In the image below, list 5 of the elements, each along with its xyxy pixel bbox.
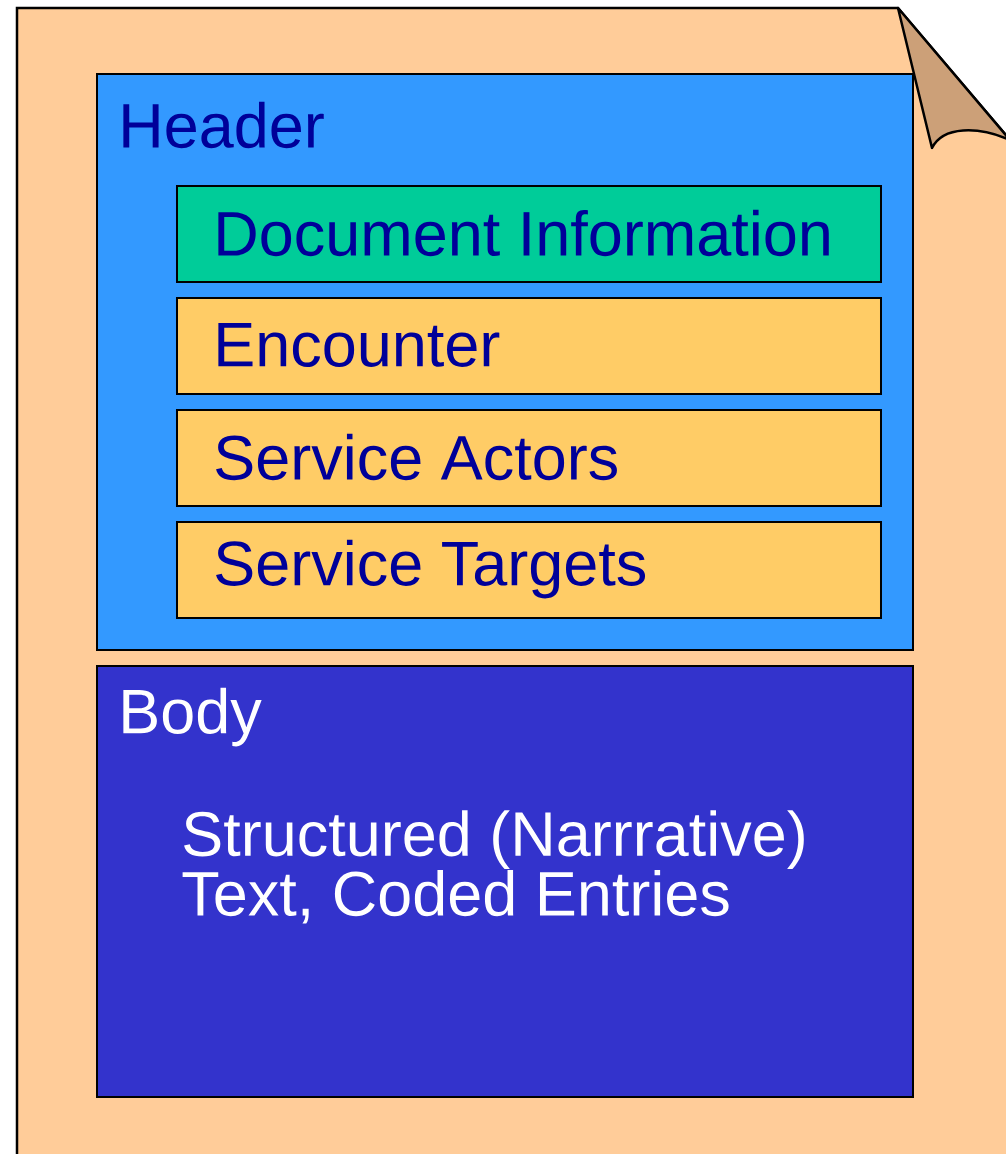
body-box: Body Structured (Narrrative) Text, Coded Entries bbox=[96, 665, 914, 1098]
section-box: Encounter bbox=[176, 297, 882, 395]
section-box: Service Targets bbox=[176, 521, 882, 619]
section-box: Service Actors bbox=[176, 409, 882, 507]
section-box: Document Information bbox=[176, 185, 882, 283]
